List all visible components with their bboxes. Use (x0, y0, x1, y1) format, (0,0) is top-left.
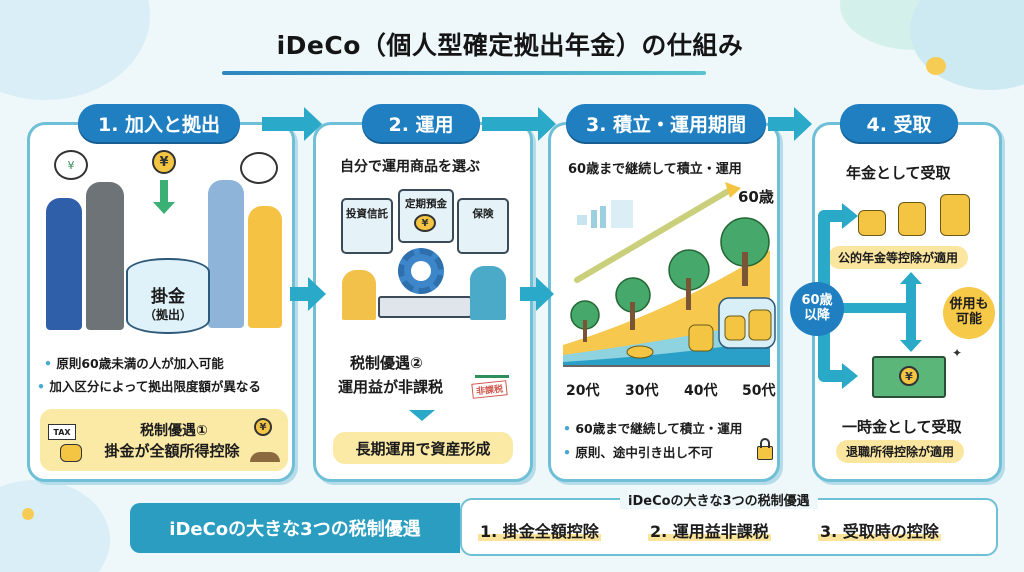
flow-line-branch (830, 303, 912, 313)
axis-label-50s: 50代 (742, 383, 776, 399)
sparkle-icon: ✦ (952, 346, 963, 360)
coin-stack-large (940, 194, 970, 236)
person-man-tablet (470, 266, 506, 320)
age-marker-60: 60歳 (738, 188, 774, 206)
bg-dot-yellow-bottom (22, 508, 34, 520)
arrow-1-to-2-top (262, 107, 322, 141)
bg-blob-top-left (0, 0, 150, 100)
person-suit-left (46, 198, 82, 330)
coin-stack-medium (898, 202, 926, 236)
person-woman (248, 206, 282, 328)
step-3-pill: 3. 積立・運用期間 (566, 104, 766, 142)
step-1-benefit-title: 税制優遇① (140, 422, 208, 439)
combination-badge: 併用も 可能 (943, 287, 995, 339)
flow-arrowhead-lump (842, 363, 858, 389)
step-4-pill: 4. 受取 (840, 104, 958, 142)
step-1-bullet-1: 原則60歳未満の人が加入可能 (44, 353, 223, 372)
lock-shackle (760, 438, 770, 448)
bg-blob-top-right-blue (910, 0, 1024, 90)
flow-arrow-to-pension (818, 210, 844, 222)
yen-sprout-icon: ¥ (254, 418, 272, 436)
step-2-pill: 2. 運用 (362, 104, 480, 142)
contribution-pot (126, 258, 210, 334)
age-badge-line2: 以降 (803, 308, 830, 323)
summary-item-3: 3. 受取時の控除 (818, 522, 941, 541)
growth-chart-icon (475, 356, 509, 378)
step-2-result-box: 長期運用で資産形成 (333, 432, 513, 464)
arrow-2-to-3-mid (520, 277, 554, 311)
person-worker (208, 180, 244, 328)
gear-check-icon (411, 261, 431, 281)
coin-stack-small (858, 210, 886, 236)
down-arrowhead-icon (153, 202, 175, 214)
person-woman-laptop (342, 270, 376, 320)
product-card-funds (341, 198, 393, 254)
summary-caption: iDeCoの大きな3つの税制優遇 (620, 490, 818, 509)
pot-sublabel: （拠出） (143, 308, 192, 322)
flow-arrow-to-lump (818, 370, 844, 382)
person-suit-grey (86, 182, 124, 330)
flow-arrow-up (906, 280, 916, 340)
age-badge-line1: 60歳 (801, 293, 833, 309)
summary-label: iDeCoの大きな3つの税制優遇 (130, 503, 460, 553)
bg-blob-bottom-left (0, 480, 110, 572)
summary-item-1: 1. 掛金全額控除 (478, 522, 601, 541)
lump-sum-title: 一時金として受取 (842, 418, 962, 436)
step-2-benefit-text: 運用益が非課税 (338, 378, 444, 396)
pension-title: 年金として受取 (846, 164, 951, 182)
page-title: iDeCo（個人型確定拠出年金）の仕組み (276, 31, 744, 60)
bg-dot-yellow (926, 57, 946, 75)
yen-coin-icon: ¥ (152, 150, 176, 174)
product-card-insurance (457, 198, 509, 254)
cash-yen-icon: ¥ (899, 366, 919, 386)
tax-card-icon: TAX (48, 424, 76, 440)
growth-chart (563, 182, 776, 367)
chart-bubble-icon (240, 152, 278, 184)
down-arrow-icon (160, 180, 168, 204)
money-bag-icon: ¥ (54, 150, 88, 180)
lump-sum-tag: 退職所得控除が適用 (836, 440, 965, 463)
down-triangle-icon (409, 410, 435, 421)
sprout-mound (250, 452, 280, 462)
coin-stack-icon (60, 444, 82, 462)
step-1-benefit-text: 掛金が全額所得控除 (104, 441, 240, 460)
combo-line2: 可能 (955, 312, 982, 327)
flow-arrowhead-pension (842, 203, 858, 229)
step-3-bullet-2: 原則、途中引き出し不可 (563, 442, 713, 461)
step-1-bullet-2: 加入区分によって拠出限度額が異なる (37, 376, 261, 395)
lock-icon (757, 446, 773, 460)
step-1-pill: 1. 加入と拠出 (78, 104, 240, 142)
age-60-badge: 60歳 以降 (790, 282, 844, 336)
step-2-heading: 自分で運用商品を選ぶ (340, 159, 480, 175)
axis-label-30s: 30代 (625, 383, 659, 399)
arrow-2-to-3-top (482, 107, 556, 141)
step-1-benefit-box: 税制優遇① 掛金が全額所得控除 (40, 409, 288, 471)
deposit-coin-icon: ¥ (414, 214, 436, 232)
product-label-deposit: 定期預金 (405, 198, 447, 210)
step-3-heading: 60歳まで継続して積立・運用 (568, 162, 742, 177)
arrow-3-to-4-top (768, 107, 812, 141)
summary-item-2: 2. 運用益非課税 (648, 522, 771, 541)
axis-label-20s: 20代 (566, 383, 600, 399)
axis-label-40s: 40代 (684, 383, 718, 399)
step-3-bullet-1: 60歳まで継続して積立・運用 (563, 418, 742, 437)
title-underline (222, 71, 706, 75)
step-2-benefit-title: 税制優遇② (350, 354, 423, 372)
combo-line1: 併用も (949, 297, 989, 313)
monitor-icon (378, 296, 472, 318)
product-label-funds: 投資信託 (346, 208, 388, 220)
flow-arrowhead-down (900, 340, 922, 352)
pension-tag: 公的年金等控除が適用 (828, 246, 969, 269)
step-1-illustration: ¥ ¥ 掛金 （拠出） (40, 150, 285, 340)
pot-label: 掛金 (151, 287, 185, 307)
flow-arrowhead-up (900, 272, 922, 284)
product-label-insurance: 保険 (472, 208, 494, 220)
arrow-1-to-2-mid (290, 277, 326, 311)
